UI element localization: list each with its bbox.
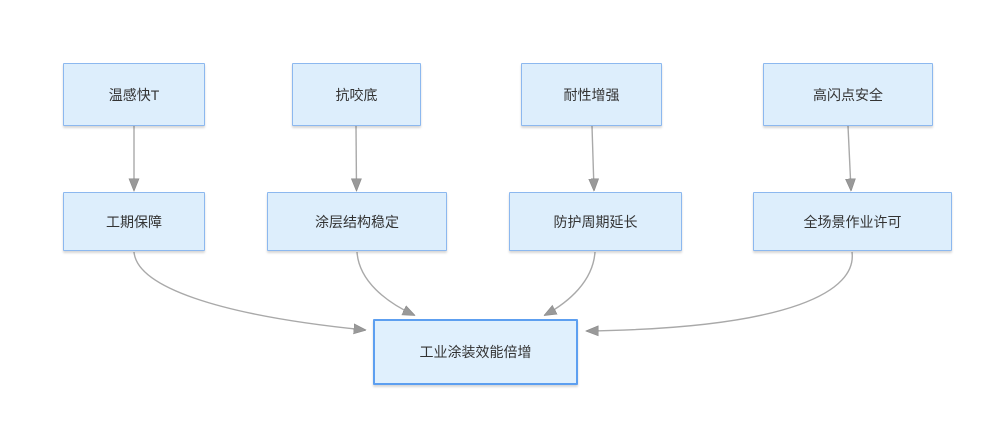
edge-top3-mid3 [592, 125, 594, 190]
node-label: 涂层结构稳定 [315, 213, 399, 230]
node-middle-1[interactable]: 工期保障 [63, 192, 205, 251]
node-label: 抗咬底 [335, 86, 378, 103]
node-middle-3[interactable]: 防护周期延长 [509, 192, 682, 251]
edge-mid2-goal [356, 251, 414, 315]
node-label: 全场景作业许可 [803, 213, 902, 230]
node-top-4[interactable]: 高闪点安全 [763, 63, 933, 126]
node-label: 工业涂装效能倍增 [419, 344, 532, 360]
node-middle-4[interactable]: 全场景作业许可 [753, 192, 952, 251]
node-label: 温感快T [108, 86, 160, 103]
node-top-1[interactable]: 温感快T [63, 63, 205, 126]
node-top-3[interactable]: 耐性增强 [521, 63, 662, 126]
node-label: 耐性增强 [563, 86, 620, 103]
edge-mid1-goal [133, 251, 365, 330]
node-label: 防护周期延长 [553, 213, 638, 230]
node-goal[interactable]: 工业涂装效能倍增 [373, 319, 578, 385]
node-middle-2[interactable]: 涂层结构稳定 [267, 192, 447, 251]
edge-top2-mid2 [356, 125, 357, 190]
node-label: 工期保障 [106, 213, 162, 230]
node-label: 高闪点安全 [813, 86, 883, 103]
node-top-2[interactable]: 抗咬底 [292, 63, 421, 126]
edge-top4-mid4 [848, 125, 851, 190]
edge-mid4-goal [587, 251, 853, 331]
edge-mid3-goal [545, 251, 596, 315]
